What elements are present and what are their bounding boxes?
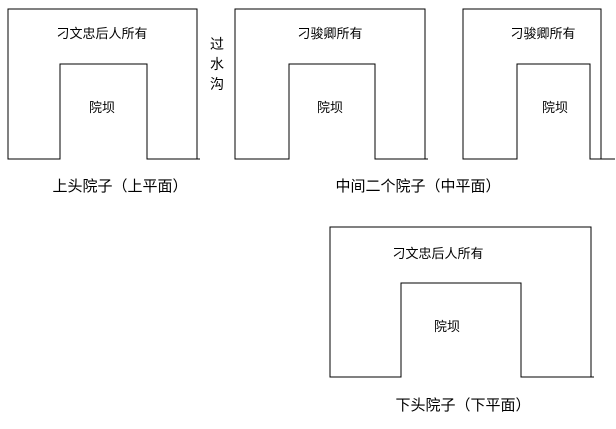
compound-upper-yard-label: 院坝 [89, 101, 115, 116]
compound-middle-b: 刁骏卿所有 院坝 [462, 8, 615, 160]
drainage-ditch-label: 过 水 沟 [210, 37, 224, 93]
ditch-char-3: 沟 [210, 77, 224, 93]
compound-middle-b-yard-label: 院坝 [542, 101, 568, 116]
compound-upper-outline [7, 8, 198, 160]
compound-upper: 刁文忠后人所有 院坝 上头院子（上平面） [7, 8, 200, 195]
compound-lower-caption: 下头院子（下平面） [395, 396, 530, 414]
compound-middle-a: 刁骏卿所有 院坝 [234, 8, 428, 160]
compound-middle-a-owner-label: 刁骏卿所有 [297, 27, 362, 42]
compound-upper-caption: 上头院子（上平面） [52, 177, 187, 195]
compound-middle-b-owner-label: 刁骏卿所有 [510, 27, 575, 42]
compound-middle-a-yard-label: 院坝 [317, 101, 343, 116]
compound-lower-owner-label: 刁文忠后人所有 [392, 247, 483, 262]
ditch-char-1: 过 [210, 37, 224, 53]
compound-lower: 刁文忠后人所有 院坝 下头院子（下平面） [329, 226, 594, 414]
compound-middle-b-outline [462, 8, 602, 160]
ditch-char-2: 水 [210, 57, 224, 73]
compound-middle-a-outline [234, 8, 426, 160]
compound-lower-outline [329, 226, 592, 378]
compound-middle-caption: 中间二个院子（中平面） [335, 177, 500, 195]
compound-upper-owner-label: 刁文忠后人所有 [56, 27, 147, 42]
compound-lower-yard-label: 院坝 [434, 320, 460, 335]
